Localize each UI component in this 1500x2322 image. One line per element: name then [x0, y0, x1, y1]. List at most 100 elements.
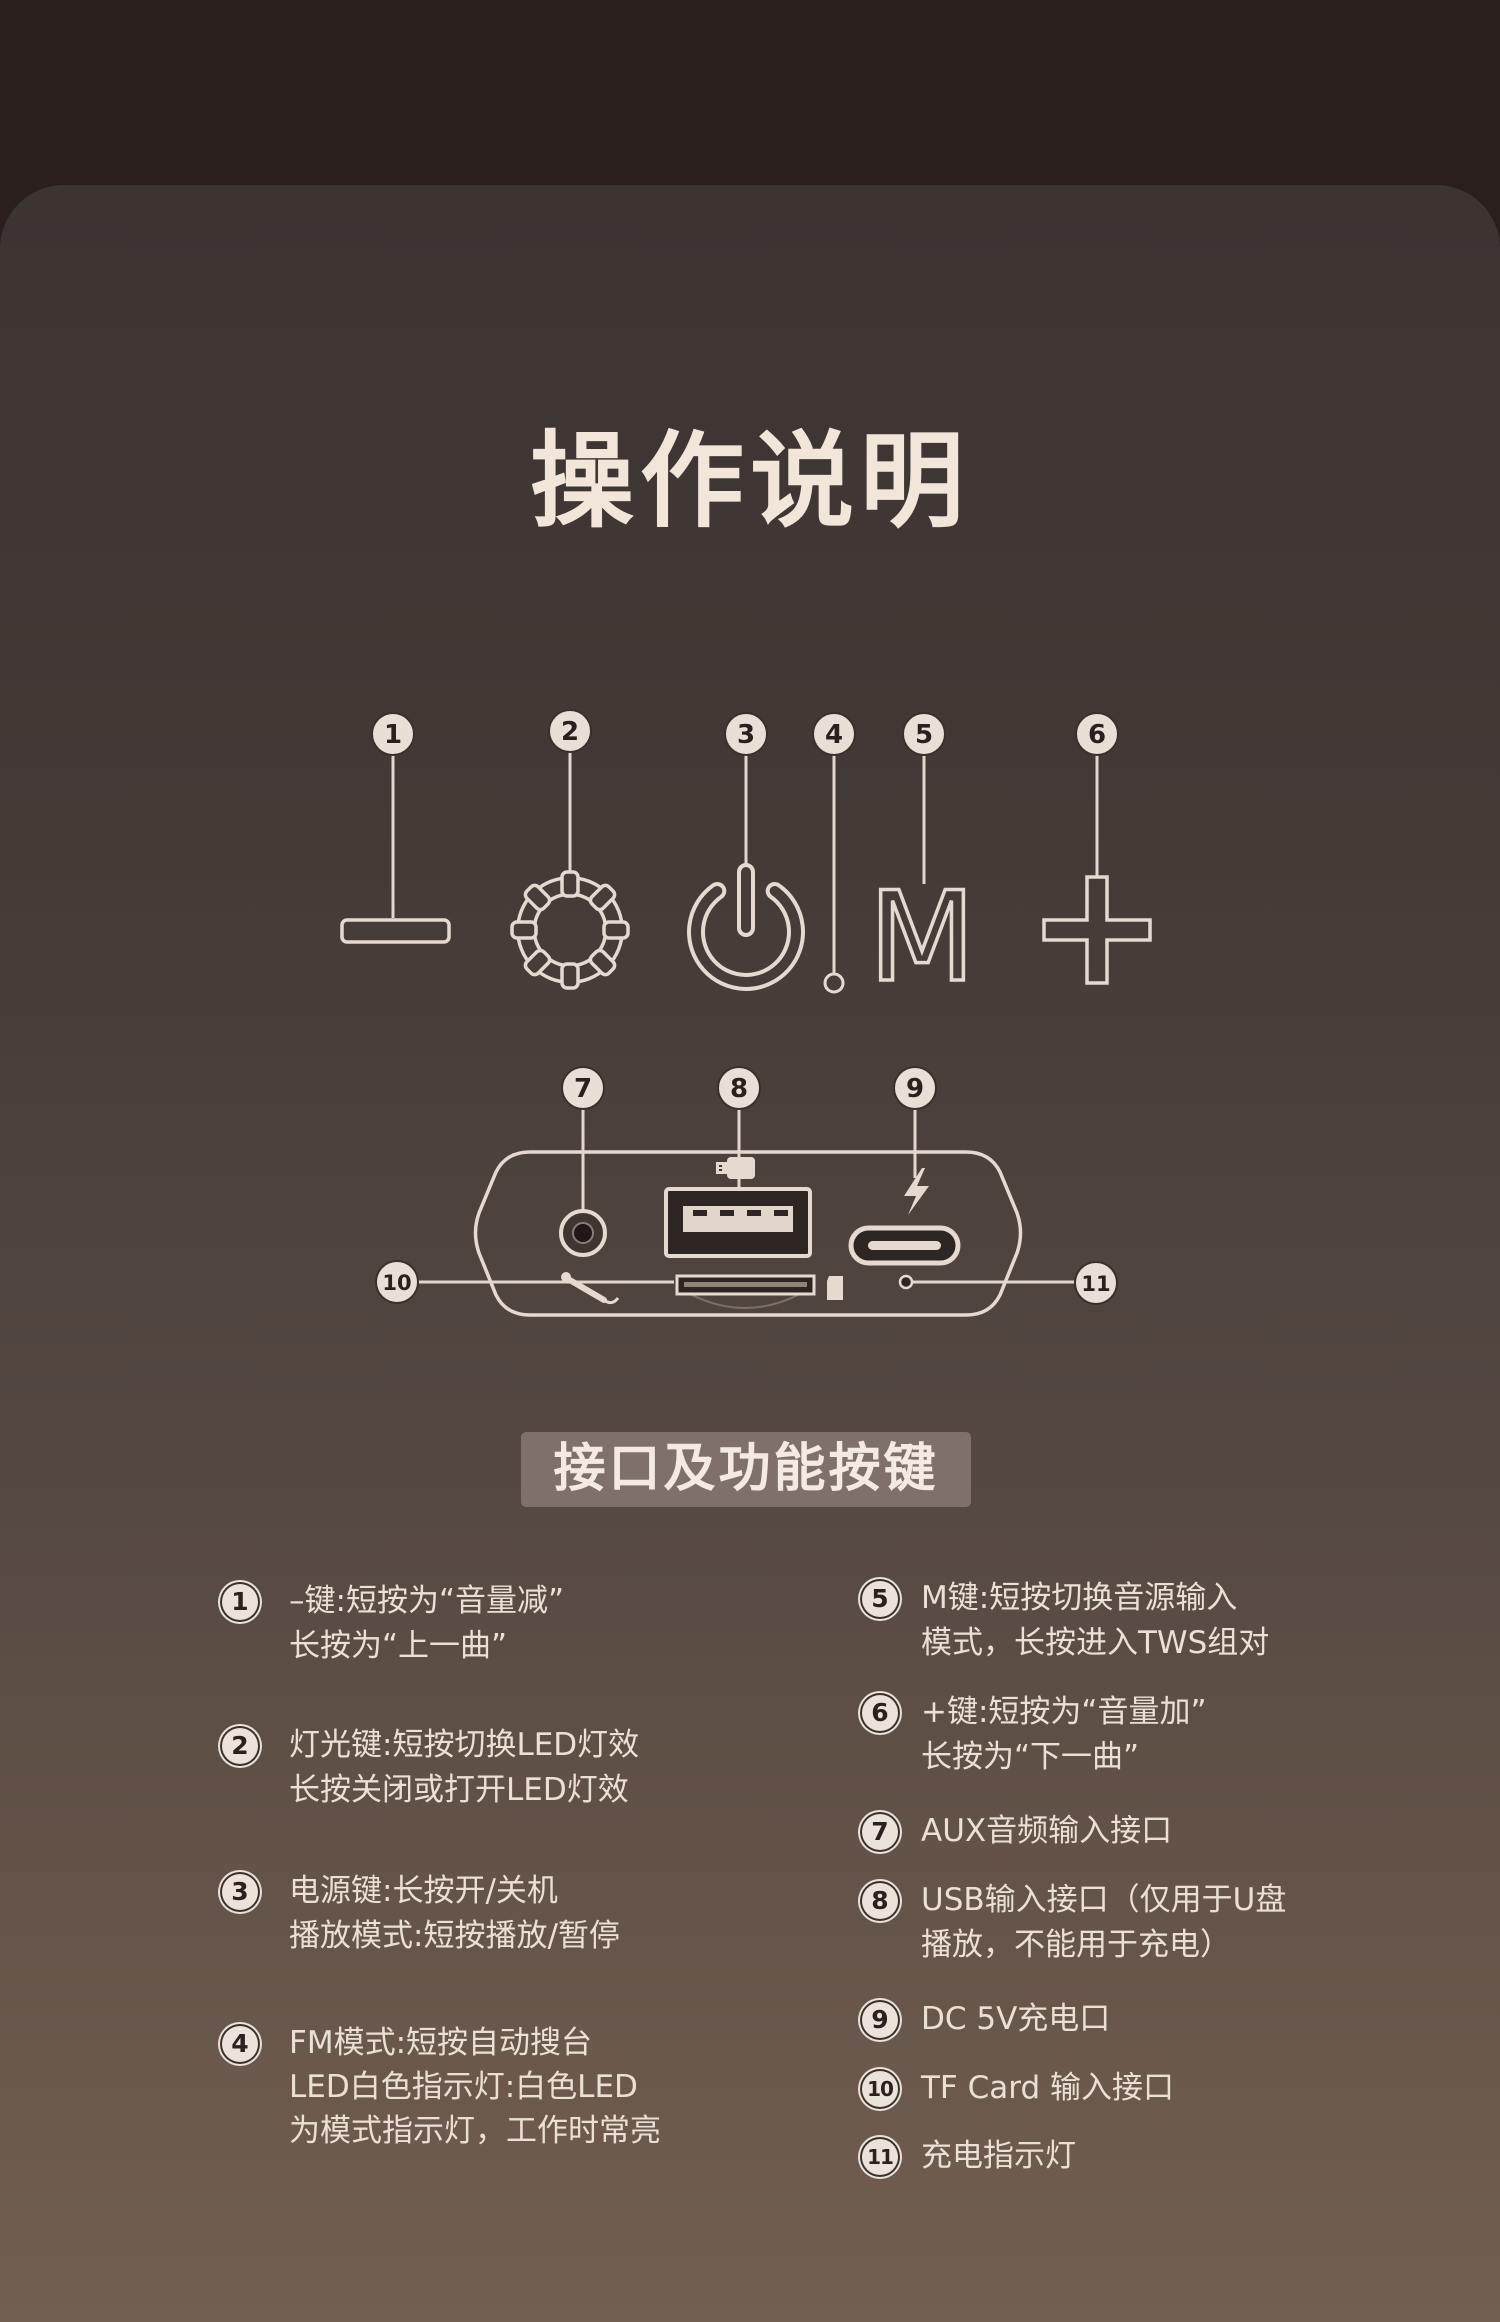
minus-key-icon	[340, 918, 451, 944]
ring-bead	[588, 883, 617, 912]
item-description: 灯光键:短按切换LED灯效 长按关闭或打开LED灯效	[289, 1723, 639, 1813]
callout-number: 4	[825, 720, 843, 750]
tf-card-slot-icon	[675, 1274, 843, 1309]
callout-5: 5	[902, 712, 946, 756]
callout-number: 11	[1081, 1272, 1110, 1296]
item-number-badge: 9	[860, 2000, 900, 2040]
usb-symbol-icon	[716, 1157, 755, 1179]
charge-indicator-dot-icon	[898, 1274, 914, 1290]
item-description: –键:短按为“音量减” 长按为“上一曲”	[289, 1579, 564, 1669]
callout-8: 8	[717, 1066, 761, 1110]
indicator-light-icon	[823, 972, 845, 994]
item-description: 电源键:长按开/关机 播放模式:短按播放/暂停	[289, 1869, 620, 1959]
item-number-badge: 10	[860, 2069, 900, 2109]
lightning-icon	[904, 1168, 929, 1215]
plus-key-icon	[1042, 875, 1152, 985]
callout-7: 7	[561, 1066, 605, 1110]
callout-circle	[812, 712, 856, 756]
item-line: 为模式指示灯，工作时常亮	[289, 2113, 661, 2149]
item-number-badge: 5	[860, 1579, 900, 1619]
usb-a-port-icon	[664, 1187, 812, 1258]
callout-number: 6	[1088, 720, 1106, 750]
ring-bead	[523, 883, 552, 912]
callout-circle	[902, 712, 946, 756]
callout-circle	[561, 1066, 605, 1110]
item-description: FM模式:短按自动搜台 LED白色指示灯:白色LED 为模式指示灯，工作时常亮	[289, 2021, 661, 2153]
item-line: M键:短按切换音源输入	[921, 1580, 1238, 1616]
power-arc-inner	[691, 886, 801, 987]
callout-number: 8	[730, 1074, 748, 1104]
callout-number: 9	[906, 1074, 924, 1104]
callout-circle	[375, 1260, 419, 1304]
section-badge: 接口及功能按键	[521, 1432, 971, 1507]
usb-c-tongue	[868, 1241, 941, 1250]
item-line: 灯光键:短按切换LED灯效	[289, 1727, 640, 1763]
usb-a-pin	[720, 1210, 734, 1216]
power-key-icon	[687, 863, 805, 991]
item-line: TF Card 输入接口	[921, 2070, 1174, 2106]
item-number-badge: 7	[860, 1812, 900, 1852]
item-description: +键:短按为“音量加” 长按为“下一曲”	[921, 1690, 1207, 1780]
item-line: 模式，长按进入TWS组对	[921, 1625, 1270, 1661]
item-line: 充电指示灯	[921, 2138, 1076, 2174]
callout-circle	[1074, 1261, 1118, 1305]
item-line: 播放模式:短按播放/暂停	[289, 1918, 620, 1954]
light-key-ring-icon	[510, 870, 630, 990]
ring-bead	[560, 962, 580, 990]
callout-number: 7	[574, 1074, 592, 1104]
item-description: TF Card 输入接口	[921, 2066, 1174, 2111]
callout-9: 9	[893, 1066, 937, 1110]
plug-body	[565, 1276, 607, 1303]
item-description: DC 5V充电口	[921, 1997, 1110, 2042]
tf-card-shadow	[689, 1293, 801, 1309]
plug-tip	[561, 1272, 571, 1282]
item-line: 长按关闭或打开LED灯效	[289, 1772, 629, 1808]
callout-circle	[893, 1066, 937, 1110]
ring-bead	[523, 948, 552, 977]
item-line: FM模式:短按自动搜台	[289, 2025, 593, 2061]
ring-bead	[510, 920, 538, 940]
item-line: 长按为“上一曲”	[289, 1628, 508, 1664]
item-description: M键:短按切换音源输入 模式，长按进入TWS组对	[921, 1576, 1269, 1666]
page-title: 操作说明	[529, 420, 970, 542]
callout-number: 10	[382, 1271, 411, 1295]
ring-bead	[602, 920, 630, 940]
item-description: 充电指示灯	[921, 2134, 1076, 2179]
usb-c-port-icon	[848, 1225, 961, 1266]
sd-card-icon	[827, 1276, 843, 1300]
controls-diagram: M	[340, 709, 1152, 1317]
audio-plug-icon	[561, 1272, 620, 1305]
callout-1: 1	[371, 712, 415, 756]
callout-circle	[1075, 712, 1119, 756]
callout-number: 3	[737, 720, 755, 750]
item-number-badge: 1	[220, 1582, 260, 1622]
item-number-badge: 4	[220, 2024, 260, 2064]
item-number-badge: 2	[220, 1726, 260, 1766]
callout-number: 1	[384, 720, 402, 750]
item-number-badge: 6	[860, 1693, 900, 1733]
usb-symbol-stub	[716, 1162, 728, 1174]
ring-bead	[560, 870, 580, 898]
item-number-badge: 8	[860, 1881, 900, 1921]
item-description: USB输入接口（仅用于U盘 播放，不能用于充电）	[921, 1878, 1286, 1968]
item-line: +键:短按为“音量加”	[921, 1694, 1207, 1730]
item-line: 播放，不能用于充电）	[921, 1927, 1231, 1963]
mode-key-m-icon: M	[869, 866, 976, 1010]
item-number-badge: 11	[860, 2137, 900, 2177]
callout-2: 2	[548, 709, 592, 753]
aux-jack-icon	[559, 1209, 607, 1257]
item-description: AUX音频输入接口	[921, 1809, 1172, 1854]
callout-circle	[724, 712, 768, 756]
port-panel-outline	[473, 1150, 1023, 1317]
callout-circle	[717, 1066, 761, 1110]
plug-cable	[603, 1297, 620, 1305]
usb-a-pin	[774, 1210, 788, 1216]
item-line: USB输入接口（仅用于U盘	[921, 1882, 1287, 1918]
callout-number: 5	[915, 720, 933, 750]
usb-a-pin	[693, 1210, 707, 1216]
usb-symbol-slot	[719, 1169, 722, 1171]
ring-bead	[588, 948, 617, 977]
aux-jack-hole	[572, 1222, 594, 1244]
usb-a-tongue	[683, 1206, 793, 1232]
callout-6: 6	[1075, 712, 1119, 756]
